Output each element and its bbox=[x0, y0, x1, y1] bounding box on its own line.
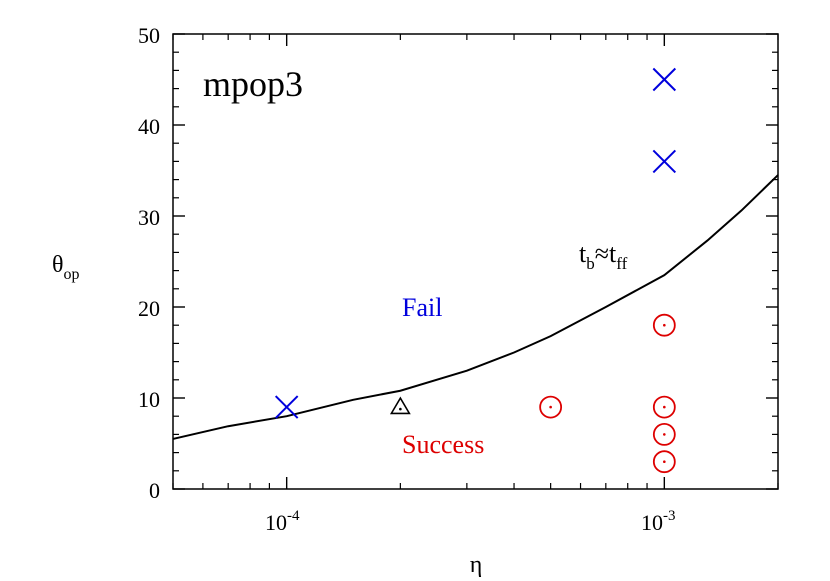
success-marker-ring bbox=[539, 395, 563, 419]
success-marker bbox=[652, 422, 676, 446]
y-tick-labels: 0 10 20 30 40 50 bbox=[138, 23, 160, 503]
fail-marker-stroke bbox=[652, 67, 677, 92]
fail-marker-stroke bbox=[652, 149, 677, 174]
y-axis-label: θop bbox=[52, 252, 80, 283]
success-marker-ring bbox=[652, 450, 676, 474]
fail-marker bbox=[652, 149, 677, 174]
success-marker bbox=[652, 313, 676, 337]
fail-marker-stroke bbox=[274, 395, 299, 419]
marker-layer bbox=[274, 67, 677, 474]
success-marker-ring bbox=[652, 395, 676, 419]
plot-frame bbox=[172, 33, 779, 490]
curve-layer bbox=[172, 174, 779, 440]
success-marker-dot bbox=[663, 405, 666, 409]
x-axis-label: η bbox=[470, 552, 483, 578]
triangle-marker bbox=[389, 396, 411, 415]
success-marker bbox=[652, 450, 676, 474]
x-tick-label: 10-3 bbox=[641, 508, 676, 535]
y-tick-label: 40 bbox=[138, 114, 160, 139]
region-label-fail: Fail bbox=[402, 293, 442, 322]
triangle-marker-dot bbox=[399, 407, 402, 411]
y-tick-label: 30 bbox=[138, 205, 160, 230]
y-tick-label: 50 bbox=[138, 23, 160, 48]
fail-marker bbox=[274, 395, 299, 419]
minor-ticks bbox=[172, 34, 779, 489]
success-marker-dot bbox=[663, 460, 666, 464]
success-marker bbox=[652, 395, 676, 419]
y-tick-label: 0 bbox=[149, 478, 160, 503]
triangle-marker-outline bbox=[389, 396, 411, 415]
panel-label: mpop3 bbox=[203, 64, 303, 104]
y-tick-label: 10 bbox=[138, 387, 160, 412]
success-marker-dot bbox=[549, 405, 552, 409]
x-tick-labels: 10-4 10-3 bbox=[265, 508, 676, 535]
curve-label: tb≈tff bbox=[579, 239, 628, 273]
region-label-success: Success bbox=[402, 430, 484, 459]
success-marker-ring bbox=[652, 422, 676, 446]
threshold-curve bbox=[172, 174, 779, 440]
success-marker bbox=[539, 395, 563, 419]
success-marker-dot bbox=[663, 433, 666, 436]
y-tick-label: 20 bbox=[138, 296, 160, 321]
fail-marker bbox=[652, 67, 677, 92]
success-marker-dot bbox=[663, 323, 666, 327]
success-marker-ring bbox=[652, 313, 676, 337]
x-tick-label: 10-4 bbox=[265, 508, 300, 535]
